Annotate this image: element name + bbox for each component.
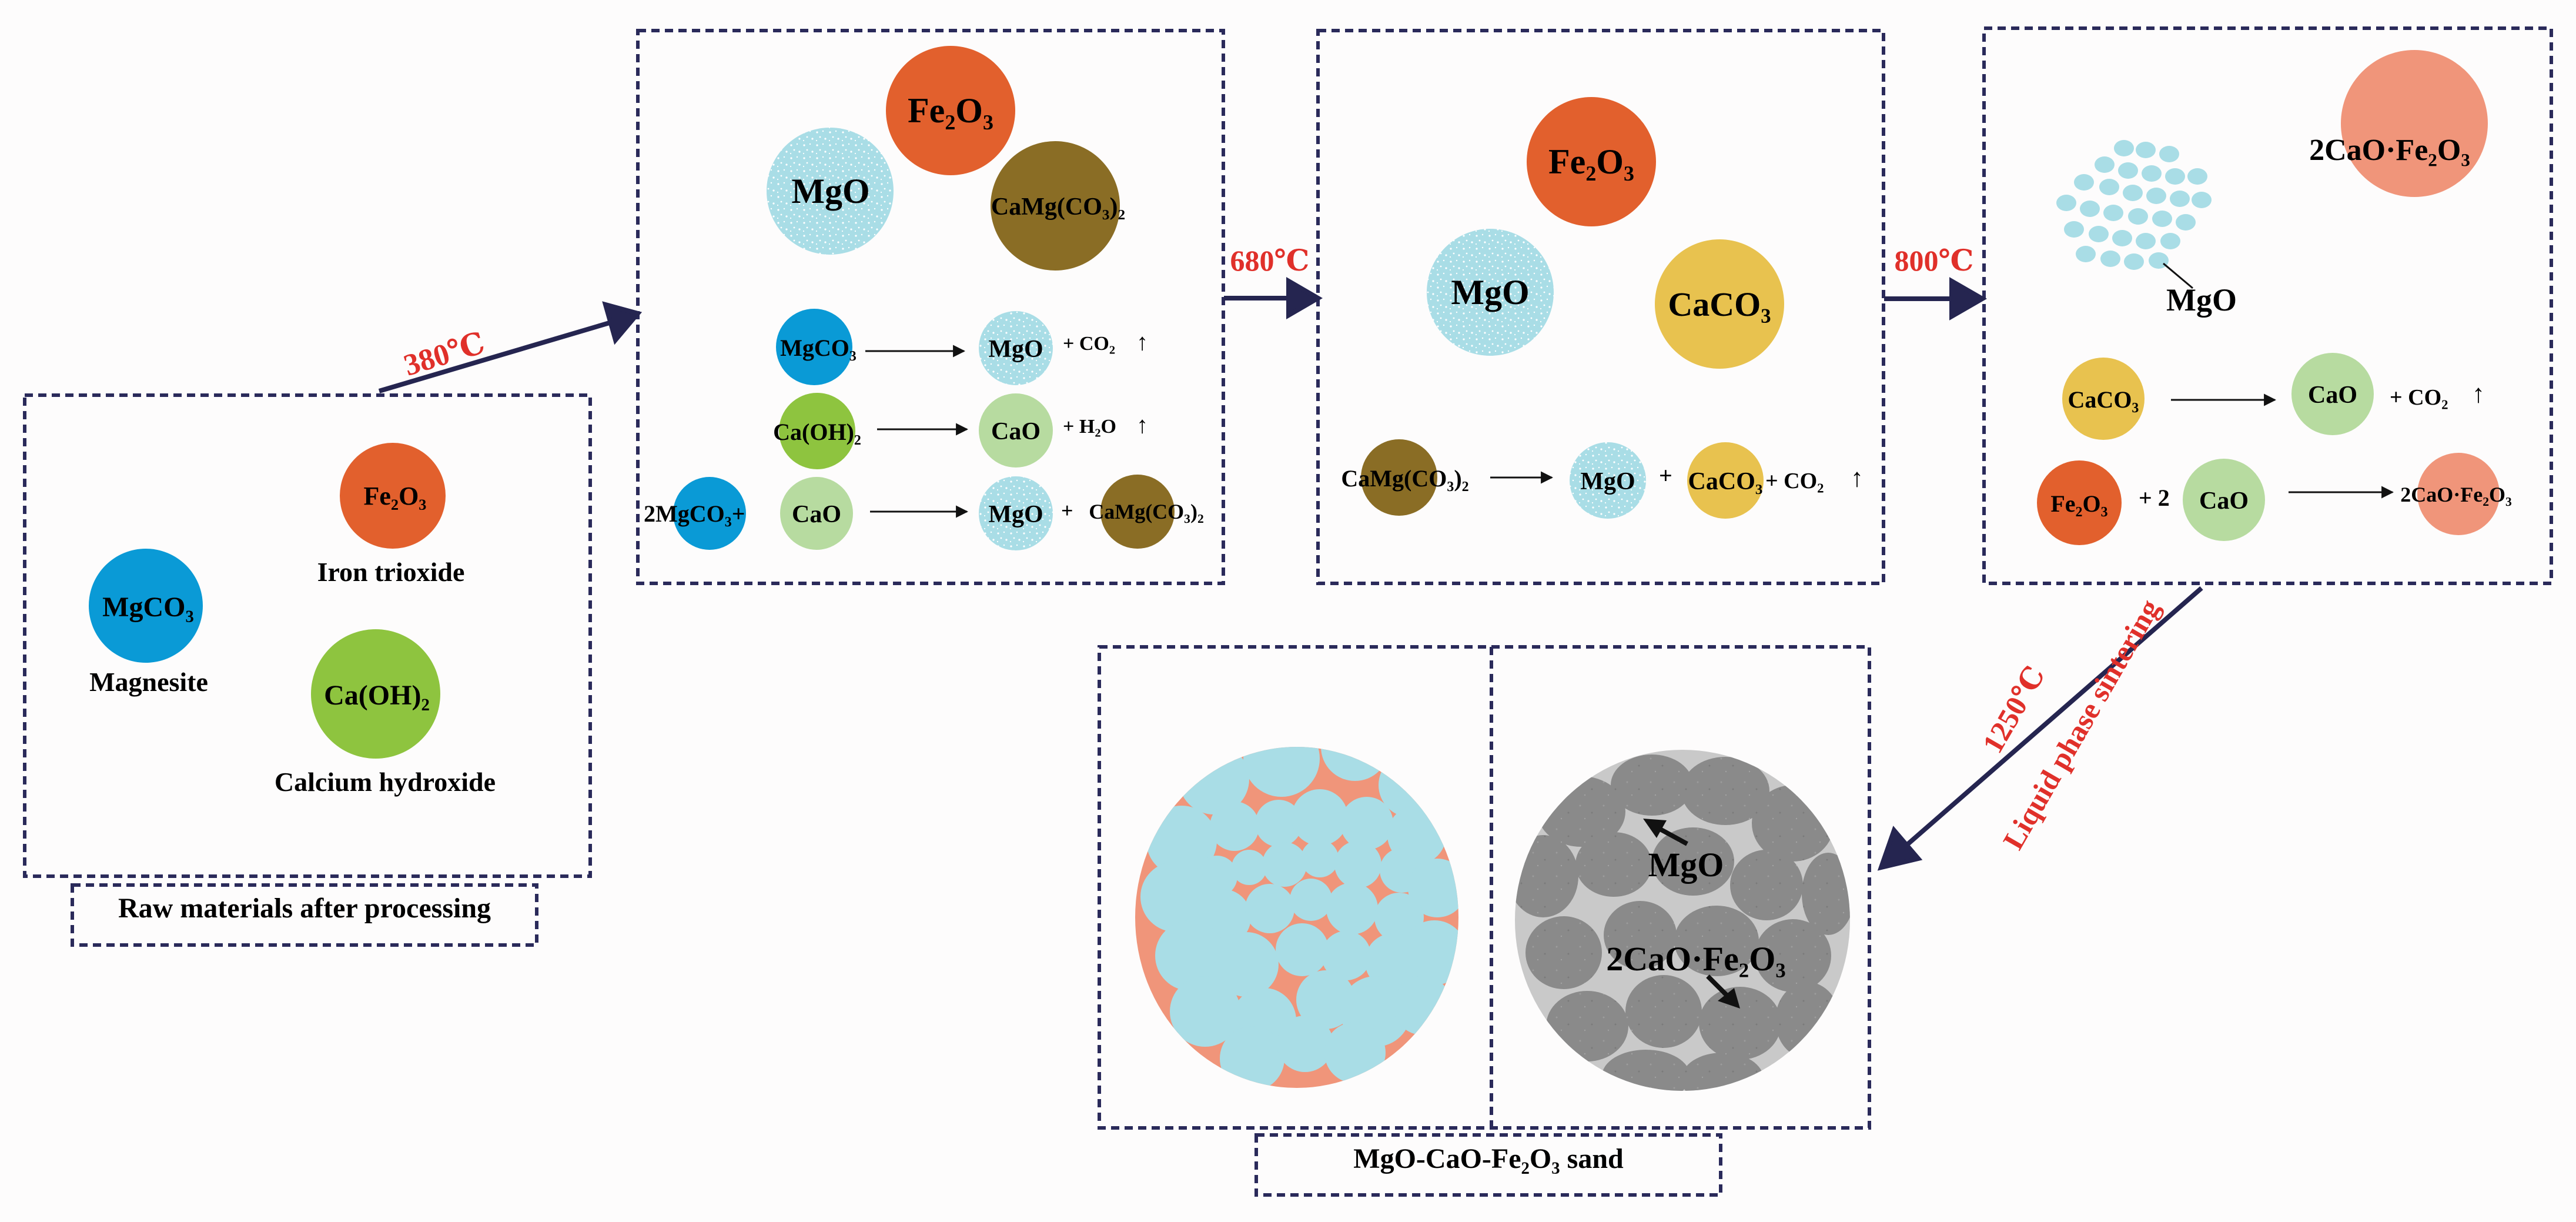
sem-cf-label: 2CaO·Fe₂O₃ (1606, 940, 1785, 978)
raw-fe2o3-particle (340, 443, 446, 549)
s3-r2-reactant-a: Fe₂O₃ (2050, 490, 2107, 517)
s1-r2-up-arrow: ↑ (1136, 412, 1148, 438)
raw-fe2o3-name: Iron trioxide (317, 557, 465, 587)
arrow-1250-head (1877, 826, 1923, 871)
s1-r1-up-arrow: ↑ (1136, 329, 1148, 355)
s2-mgo-particle (1427, 229, 1554, 356)
raw-fe2o3-label: Fe₂O₃ (363, 482, 426, 510)
s3-r2-fe2o3-particle (2037, 460, 2122, 545)
arrow-380-head (602, 301, 643, 345)
s1-mgo-label: MgO (791, 172, 869, 211)
sem-cf-pointer-head (1718, 988, 1740, 1009)
s3-r1-up-arrow: ↑ (2472, 379, 2485, 408)
s1-r3-plus: + (1061, 499, 1073, 522)
s3-r1-reactant: CaCO₃ (2068, 386, 2139, 413)
s2-r-mgo-particle (1570, 442, 1646, 519)
stage3-frame (1982, 26, 2553, 585)
s1-r1-product: MgO (988, 336, 1043, 363)
s3-cf-label: 2CaO·Fe₂O₃ (2309, 133, 2470, 167)
arrow-680-head (1286, 277, 1323, 319)
s2-r-camgco3-particle (1361, 439, 1437, 516)
s1-r1-mgo-particle (979, 311, 1053, 385)
s2-r-product-a: MgO (1580, 468, 1635, 495)
s1-r2-byproduct: + H₂O (1063, 416, 1116, 438)
s3-r2-cf-particle (2417, 453, 2500, 535)
raw-mgco3-label: MgCO₃ (102, 592, 194, 623)
s1-r2-caoh2-particle (779, 393, 855, 469)
raw-caoh2-label: Ca(OH)₂ (324, 680, 430, 711)
s3-cf-particle (2341, 50, 2488, 197)
s1-r3-mgo-particle (979, 476, 1053, 550)
sem-mgo-pointer-head (1643, 819, 1667, 838)
s1-fe2o3-label: Fe₂O₃ (908, 91, 993, 130)
final-schematic-mgo-grains (1140, 747, 1458, 1088)
temp-1250: 1250℃ (1976, 660, 2051, 758)
final-caption-frame (1254, 1133, 1722, 1197)
s1-r2-reactant: Ca(OH)₂ (773, 419, 861, 445)
s1-camgco3-particle (991, 141, 1120, 271)
s1-r3-camgco3-particle (1100, 475, 1175, 549)
s1-r3-reactant-a: 2MgCO₃+ (644, 500, 745, 527)
s1-mgo-particle (767, 128, 894, 255)
raw-mgco3-particle (89, 549, 203, 663)
stage2-frame (1316, 29, 1885, 585)
s2-fe2o3-label: Fe₂O₃ (1548, 142, 1634, 181)
raw-caption-frame (71, 883, 538, 947)
s1-r2-product: CaO (991, 418, 1041, 445)
s3-mgo-leader (2163, 262, 2193, 289)
s2-fe2o3-particle (1527, 97, 1656, 226)
sem-cf-pointer (1706, 974, 1730, 999)
s3-r2-plus: + 2 (2139, 485, 2170, 511)
arrow-800-head (1949, 277, 1988, 320)
s3-r2-cao-particle (2183, 459, 2265, 541)
s1-camgco3-label: CaMg(CO₃)₂ (991, 193, 1125, 221)
s2-mgo-label: MgO (1451, 273, 1529, 312)
raw-caoh2-name: Calcium hydroxide (275, 767, 496, 797)
raw-materials-frame (23, 393, 592, 878)
s2-r-plus: + (1659, 462, 1672, 489)
raw-mgco3-name: Magnesite (89, 667, 208, 697)
final-frame (1098, 645, 1871, 1130)
s2-caco3-particle (1655, 239, 1784, 369)
s2-r-caco3-particle (1687, 442, 1764, 519)
temp-380: 380℃ (400, 326, 489, 383)
s3-r1-product: CaO (2308, 382, 2357, 409)
s1-r3-mgco3-particle (673, 477, 746, 550)
s2-r-product-b: CaCO₃ (1688, 468, 1763, 495)
arrow-1250 (1903, 586, 2203, 849)
s2-r-byproduct: + CO₂ (1765, 469, 1824, 493)
sem-mgo-label: MgO (1648, 846, 1724, 884)
s1-r1-mgco3-particle (776, 309, 852, 385)
s3-mgo-label: MgO (2166, 282, 2237, 318)
s3-r1-caco3-particle (2062, 358, 2145, 440)
final-caption: MgO-CaO-Fe₂O₃ sand (1353, 1143, 1624, 1174)
s2-r-reactant: CaMg(CO₃)₂ (1341, 465, 1468, 492)
raw-caption: Raw materials after processing (118, 893, 491, 924)
s1-r2-cao-particle (979, 393, 1053, 468)
s2-caco3-label: CaCO₃ (1668, 285, 1771, 323)
s1-r1-reactant: MgCO₃ (780, 335, 857, 361)
s1-r1-byproduct: + CO₂ (1063, 333, 1115, 355)
s1-r3-product-a: MgO (988, 501, 1043, 528)
raw-caoh2-particle (311, 629, 440, 759)
arrow-380 (378, 320, 613, 393)
s1-fe2o3-particle (886, 46, 1015, 175)
temp-680: 680℃ (1230, 244, 1310, 277)
temp-800: 800℃ (1895, 244, 1974, 277)
s3-r2-reactant-b: CaO (2199, 488, 2249, 515)
s3-r2-product: 2CaO·Fe₂O₃ (2400, 483, 2512, 506)
s3-r1-byproduct: + CO₂ (2390, 385, 2448, 410)
s1-r3-cao-particle (780, 477, 853, 550)
s2-r-up-arrow: ↑ (1851, 463, 1864, 492)
s1-r3-reactant-b: CaO (792, 501, 841, 528)
s3-mgo-cluster (2056, 140, 2212, 270)
s3-r1-cao-particle (2291, 353, 2374, 435)
s1-r3-product-b: CaMg(CO₃)₂ (1089, 500, 1204, 523)
